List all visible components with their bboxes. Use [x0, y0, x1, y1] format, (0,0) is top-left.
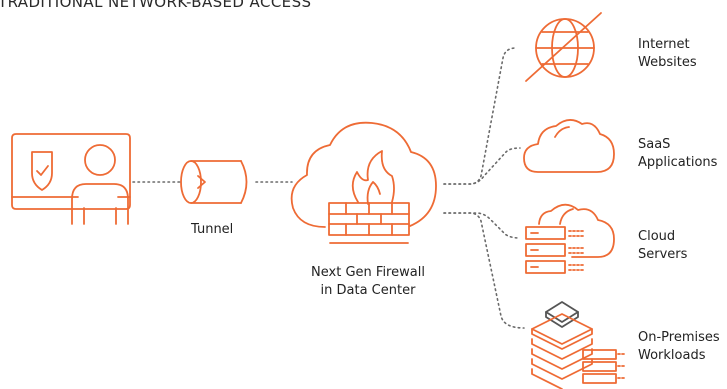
on-premises-workloads-label: On-Premises Workloads — [638, 330, 720, 363]
internet-websites-label: Internet Websites — [638, 37, 697, 70]
shield-icon — [31, 151, 53, 191]
globe-icon — [525, 12, 602, 82]
saas-applications-label: SaaS Applications — [638, 137, 718, 170]
diagram-title: TRADITIONAL NETWORK-BASED ACCESS — [0, 0, 312, 11]
server-stack-icon — [531, 301, 627, 389]
connectors — [132, 47, 525, 329]
firewall-label: Next Gen Firewall in Data Center — [311, 265, 425, 298]
cloud-servers-label: Cloud Servers — [638, 229, 688, 262]
cloud-server-icon — [525, 203, 615, 274]
connector-internet — [443, 47, 517, 185]
cloud-icon — [523, 119, 615, 173]
connector-cloud — [443, 212, 521, 239]
user-computer-icon — [11, 133, 131, 225]
firewall-cloud-icon — [290, 121, 437, 244]
tunnel-label: Tunnel — [191, 222, 234, 237]
tunnel-pipe-icon — [180, 160, 248, 204]
connector-onprem — [443, 212, 525, 329]
connector-saas — [443, 147, 521, 185]
